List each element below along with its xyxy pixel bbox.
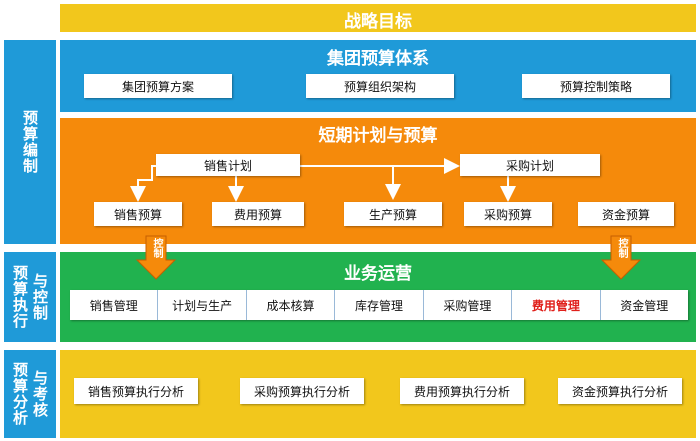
analysis-band: 销售预算执行分析 采购预算执行分析 费用预算执行分析 资金预算执行分析 [60,350,696,438]
group-item-plan: 集团预算方案 [84,74,232,98]
side-label-exec-control-col2: 与控制 [31,273,49,321]
side-label-analysis-col1: 预算分析 [11,362,29,426]
side-label-budget-prep-text: 预算编制 [21,110,39,174]
analysis-funds: 资金预算执行分析 [558,378,682,404]
op-funds: 资金管理 [620,298,669,313]
operations-title: 业务运营 [344,264,412,284]
shortterm-band: 短期计划与预算 销售计划 采购计划 销售预算 费用预算 生产预算 采购预算 资金… [60,118,696,244]
side-label-budget-prep: 预算编制 [4,40,56,244]
analysis-purchase: 采购预算执行分析 [240,378,364,404]
budget-expense: 费用预算 [212,202,304,226]
plan-purchase: 采购计划 [460,154,600,176]
control-arrow-left: 控制 [135,235,177,280]
side-label-exec-control: 预算执行 与控制 [4,252,56,342]
side-label-exec-control-col1: 预算执行 [11,265,29,329]
budget-production: 生产预算 [344,202,442,226]
operations-band: 业务运营 销售管理 计划与生产 成本核算 库存管理 采购管理 费用管理 资金管理 [60,252,696,342]
op-inventory: 库存管理 [335,290,424,320]
strategy-title: 战略目标 [344,12,412,32]
op-expense: 费用管理 [512,290,601,320]
operations-list: 销售管理 计划与生产 成本核算 库存管理 采购管理 费用管理 资金管理 [70,290,688,320]
budget-sales: 销售预算 [94,202,182,226]
control-arrow-right: 控制 [600,235,642,280]
control-label-left: 控制 [151,238,162,258]
group-budget-title: 集团预算体系 [327,49,429,69]
control-label-right: 控制 [616,238,627,258]
op-planning: 计划与生产 [158,290,247,320]
op-purchase: 采购管理 [424,290,513,320]
budget-purchase: 采购预算 [464,202,552,226]
op-costing: 成本核算 [247,290,336,320]
group-item-control: 预算控制策略 [522,74,670,98]
shortterm-title: 短期计划与预算 [318,126,438,146]
analysis-expense: 费用预算执行分析 [400,378,524,404]
group-item-org: 预算组织架构 [306,74,454,98]
side-label-analysis-col2: 与考核 [31,370,49,418]
op-sales: 销售管理 [70,290,159,320]
plan-sales: 销售计划 [156,154,300,176]
side-label-analysis: 预算分析 与考核 [4,350,56,438]
group-budget-band: 集团预算体系 集团预算方案 预算组织架构 预算控制策略 [60,40,696,112]
budget-funds: 资金预算 [578,202,674,226]
strategy-band: 战略目标 [60,4,696,32]
analysis-sales: 销售预算执行分析 [74,378,198,404]
